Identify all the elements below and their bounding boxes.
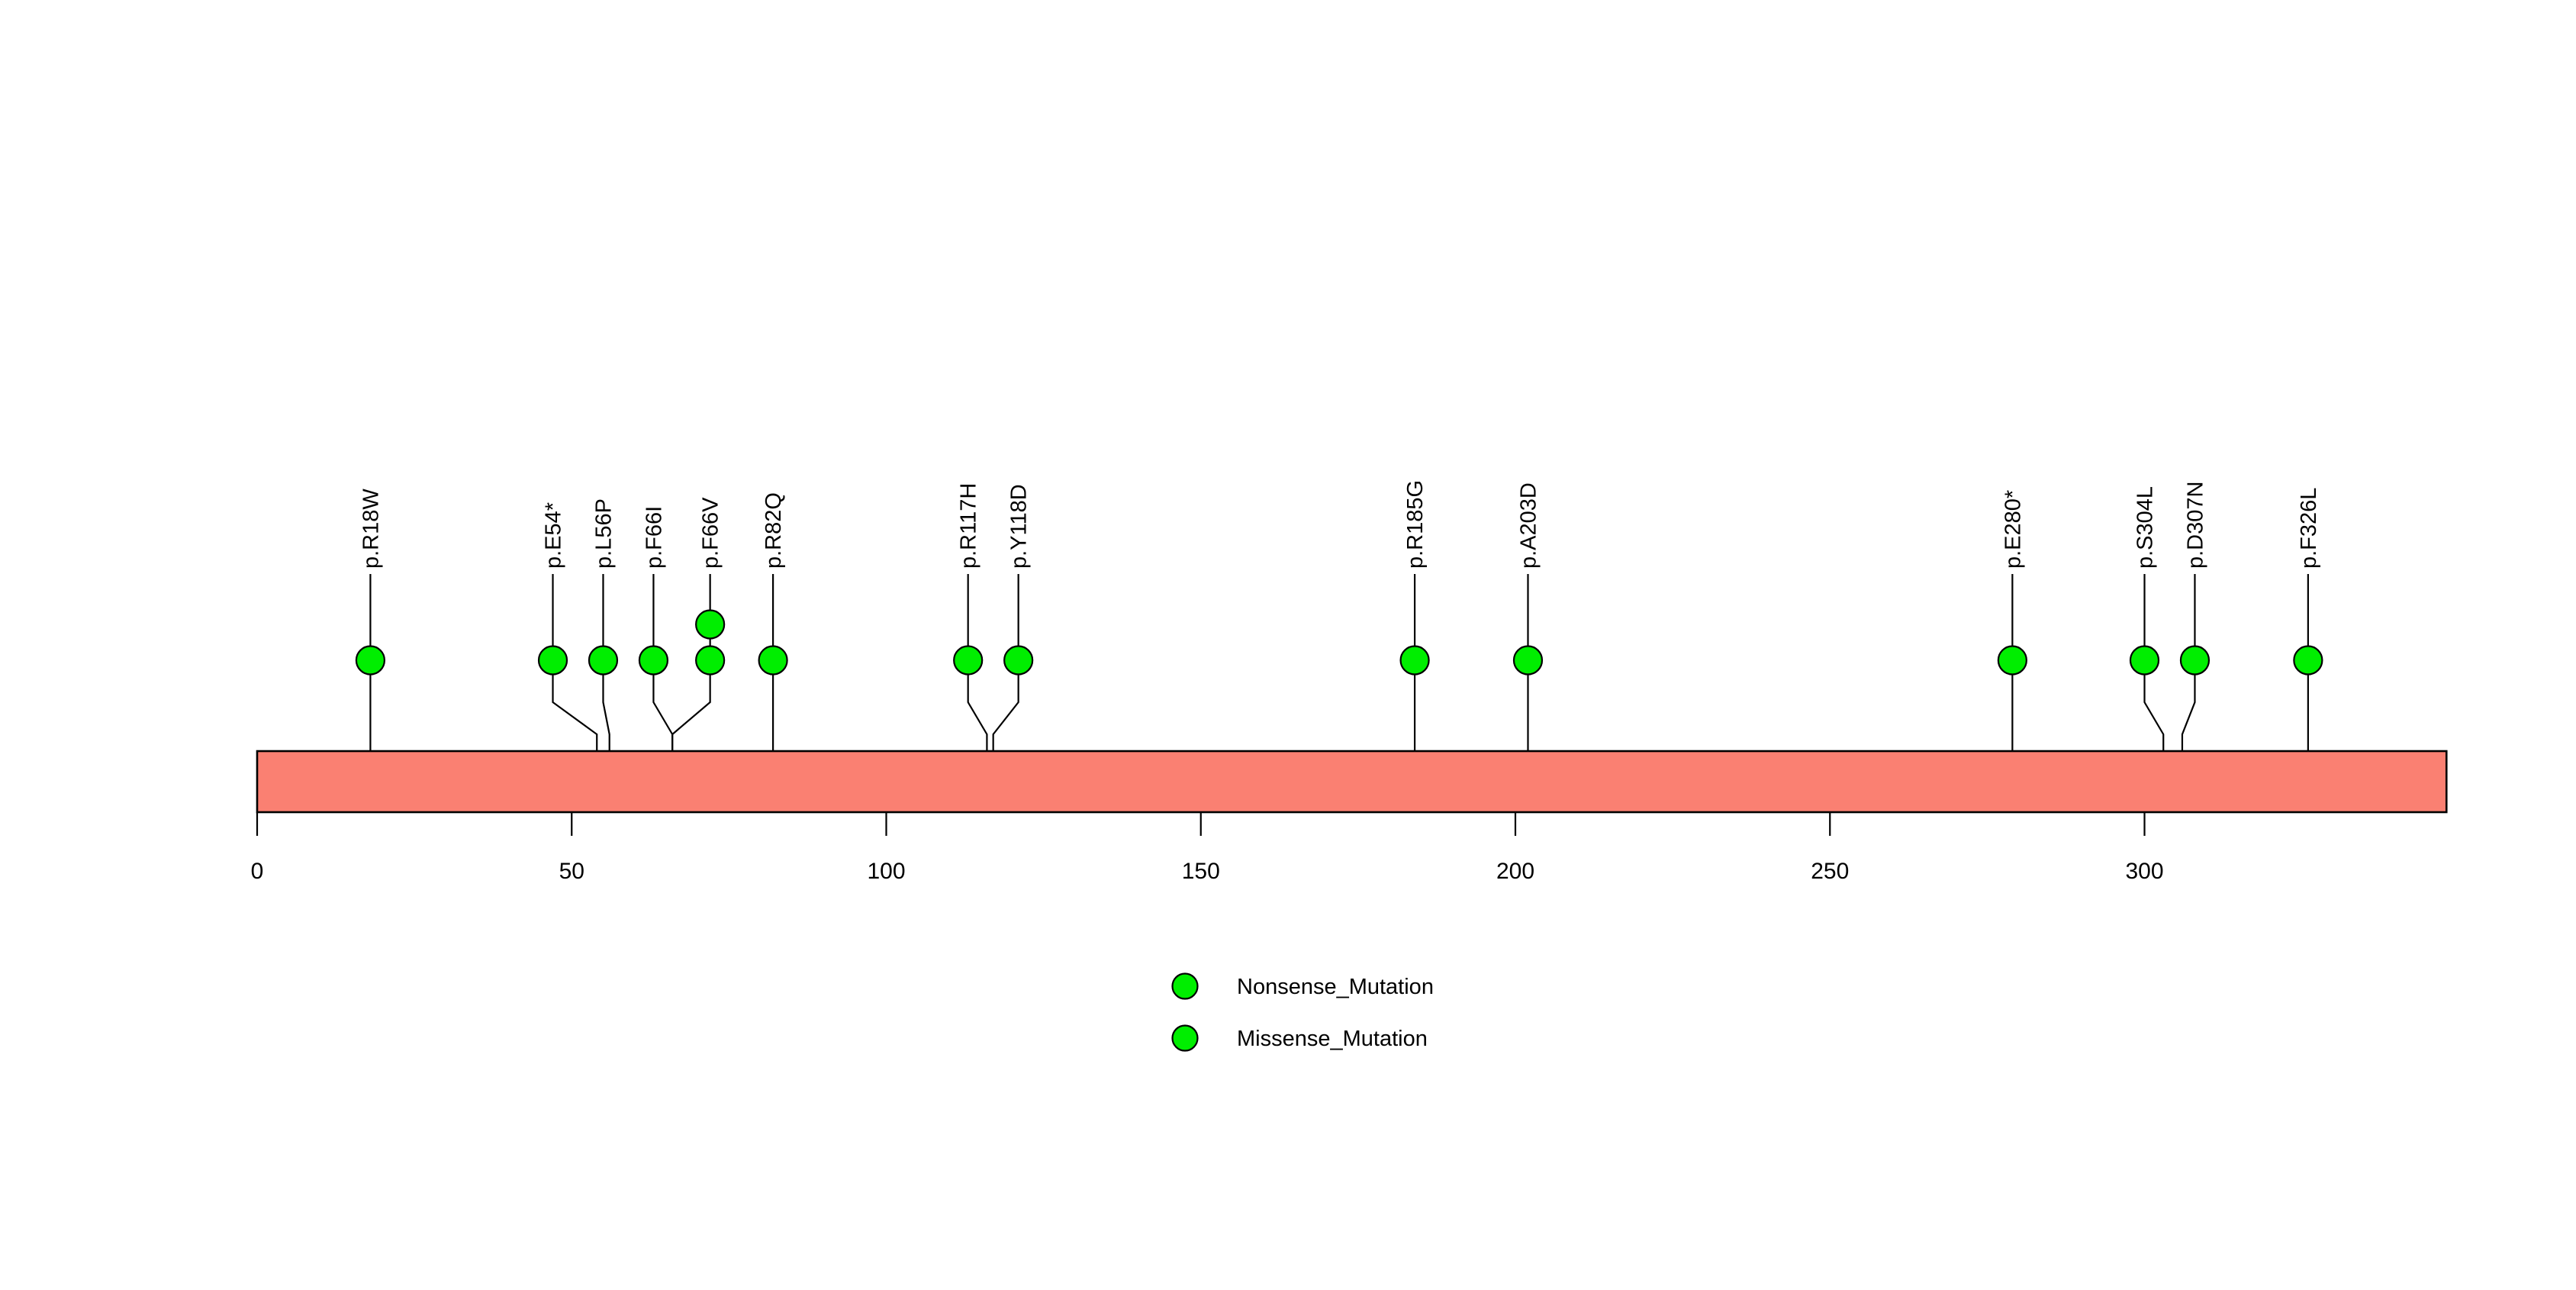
- lollipop-marker[interactable]: [2129, 645, 2160, 676]
- legend-label: Missense_Mutation: [1237, 1027, 1428, 1051]
- lollipop-marker[interactable]: [2293, 645, 2323, 676]
- lollipop-marker[interactable]: [2179, 645, 2211, 676]
- protein-backbone-layer: [256, 750, 2448, 814]
- axis-tick-label: 0: [251, 859, 264, 884]
- lollipop-marker[interactable]: [1003, 645, 1034, 676]
- axis-tick-label: 100: [867, 859, 905, 884]
- mutation-label: p.E54*: [542, 502, 566, 569]
- mutation-labels-layer: p.R18W p.E54* p.L56P p.F66I p.F66V p.R82Q p.R1…: [359, 480, 2320, 569]
- lollipop-marker[interactable]: [758, 645, 788, 676]
- lollipop-marker[interactable]: [537, 645, 568, 676]
- mutation-label: p.F66V: [699, 497, 723, 569]
- lollipop-marker[interactable]: [1512, 645, 1544, 676]
- mutation-label: p.E280*: [2001, 490, 2025, 569]
- lollipop-marker[interactable]: [1399, 645, 1430, 676]
- mutation-label: p.A203D: [1516, 482, 1541, 569]
- mutation-label: p.D307N: [2183, 482, 2207, 569]
- mutation-label: p.F66I: [642, 506, 666, 569]
- mutation-label: p.Y118D: [1007, 484, 1032, 569]
- lollipop-markers-layer: [355, 609, 2323, 676]
- axis-tick-label: 300: [2125, 859, 2163, 884]
- axis-ticks-layer: 0 50 100 150 200 250 300: [251, 812, 2164, 884]
- mutation-label: p.R185G: [1403, 480, 1428, 569]
- legend-label: Nonsense_Mutation: [1237, 975, 1434, 999]
- lollipop-marker[interactable]: [953, 645, 984, 676]
- axis-tick-label: 250: [1811, 859, 1849, 884]
- mutation-label: p.R18W: [359, 489, 383, 569]
- lollipop-marker[interactable]: [695, 645, 726, 676]
- mutation-label: p.R82Q: [762, 492, 786, 569]
- lollipop-marker[interactable]: [695, 609, 726, 640]
- legend-marker: [1171, 1024, 1199, 1052]
- lollipop-marker[interactable]: [588, 645, 619, 676]
- lollipop-marker[interactable]: [1997, 645, 2027, 676]
- mutation-label: p.L56P: [591, 498, 616, 569]
- mutation-label: p.R117H: [957, 483, 981, 569]
- lollipop-marker[interactable]: [638, 645, 669, 676]
- axis-tick-label: 150: [1182, 859, 1220, 884]
- mutation-label: p.S304L: [2133, 486, 2158, 569]
- protein-backbone-bar: [256, 750, 2448, 814]
- legend-marker: [1171, 972, 1199, 1000]
- axis-tick-label: 200: [1496, 859, 1534, 884]
- lollipop-marker[interactable]: [355, 645, 386, 676]
- mutation-label: p.F326L: [2297, 488, 2321, 569]
- axis-tick-label: 50: [559, 859, 584, 884]
